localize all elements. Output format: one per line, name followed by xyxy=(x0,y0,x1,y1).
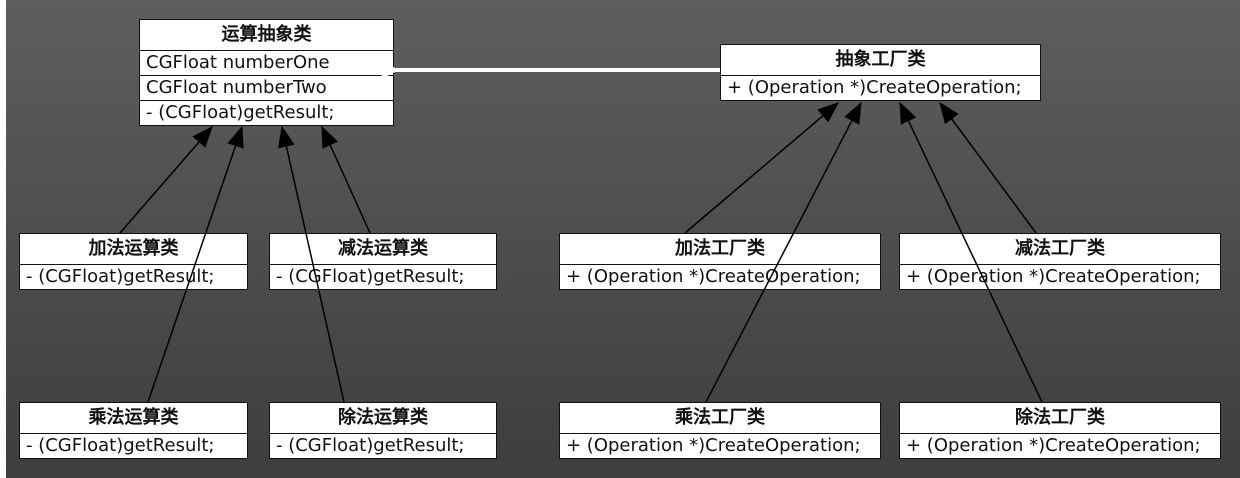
class-method: - (CGFloat)getResult; xyxy=(276,266,465,287)
class-title: 乘法工厂类 xyxy=(560,403,880,434)
class-method: + (Operation *)CreateOperation; xyxy=(727,77,1022,98)
class-mul-operation: 乘法运算类 - (CGFloat)getResult; xyxy=(19,402,248,459)
class-mul-factory: 乘法工厂类 + (Operation *)CreateOperation; xyxy=(559,402,881,459)
class-title: 除法运算类 xyxy=(270,403,496,434)
class-title: 减法运算类 xyxy=(270,234,496,265)
class-field: CGFloat numberOne xyxy=(140,51,393,76)
class-field: CGFloat numberTwo xyxy=(140,76,393,101)
class-method: - (CGFloat)getResult; xyxy=(26,435,215,456)
class-title: 加法工厂类 xyxy=(560,234,880,265)
class-method: - (CGFloat)getResult; xyxy=(276,435,465,456)
class-operation-abstract: 运算抽象类 CGFloat numberOne CGFloat numberTw… xyxy=(139,19,394,126)
class-abstract-factory: 抽象工厂类 + (Operation *)CreateOperation; xyxy=(720,44,1041,101)
class-title: 乘法运算类 xyxy=(20,403,247,434)
class-title: 运算抽象类 xyxy=(140,20,393,51)
class-div-operation: 除法运算类 - (CGFloat)getResult; xyxy=(269,402,497,459)
class-div-factory: 除法工厂类 + (Operation *)CreateOperation; xyxy=(899,402,1221,459)
class-method: - (CGFloat)getResult; xyxy=(146,102,335,123)
class-title: 减法工厂类 xyxy=(900,234,1220,265)
class-sub-factory: 减法工厂类 + (Operation *)CreateOperation; xyxy=(899,233,1221,290)
class-sub-operation: 减法运算类 - (CGFloat)getResult; xyxy=(269,233,497,290)
class-add-factory: 加法工厂类 + (Operation *)CreateOperation; xyxy=(559,233,881,290)
class-title: 抽象工厂类 xyxy=(721,45,1040,76)
class-title: 加法运算类 xyxy=(20,234,247,265)
class-method: + (Operation *)CreateOperation; xyxy=(906,435,1201,456)
class-method: + (Operation *)CreateOperation; xyxy=(566,266,861,287)
class-method: + (Operation *)CreateOperation; xyxy=(906,266,1201,287)
class-add-operation: 加法运算类 - (CGFloat)getResult; xyxy=(19,233,248,290)
class-method: + (Operation *)CreateOperation; xyxy=(566,435,861,456)
class-title: 除法工厂类 xyxy=(900,403,1220,434)
class-method: - (CGFloat)getResult; xyxy=(26,266,215,287)
